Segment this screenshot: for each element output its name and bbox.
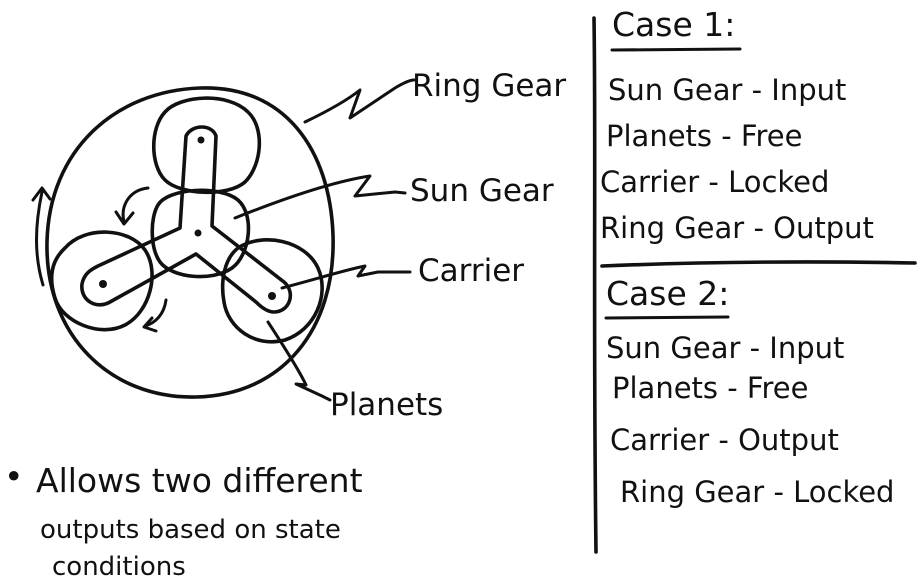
planet-rotation-arrowhead-icon xyxy=(142,316,158,333)
case-2-row: Planets - Free xyxy=(612,371,808,405)
case-1-row: Carrier - Locked xyxy=(600,165,829,199)
note-line-1: Allows two different xyxy=(36,461,363,500)
case-2-panel: Case 2: Sun Gear - Input Planets - Free … xyxy=(604,274,894,509)
case-divider xyxy=(600,260,917,268)
sun-gear-circle xyxy=(150,188,251,279)
sun-rotation-arrowhead-icon xyxy=(114,210,135,226)
planetary-gear-drawing xyxy=(31,86,335,399)
summary-note: • Allows two different outputs based on … xyxy=(4,457,363,582)
case-1-row: Ring Gear - Output xyxy=(600,211,874,245)
sun-rotation-arrow xyxy=(121,186,150,224)
case-1-title-underline xyxy=(610,47,742,52)
ring-rotation-arrowhead-icon xyxy=(31,186,52,202)
vertical-divider xyxy=(592,16,598,554)
ring-rotation-arrow xyxy=(35,190,45,287)
case-1-row: Sun Gear - Input xyxy=(608,73,846,107)
note-line-3: conditions xyxy=(52,552,186,582)
planet-right xyxy=(220,238,324,344)
case-1-row: Planets - Free xyxy=(606,119,802,153)
carrier-top-dot xyxy=(197,136,205,144)
ring-gear-circle xyxy=(45,86,335,399)
case-2-row: Sun Gear - Input xyxy=(606,331,844,365)
planet-left xyxy=(49,230,154,332)
case-1-panel: Case 1: Sun Gear - Input Planets - Free … xyxy=(600,5,874,245)
case-2-row: Ring Gear - Locked xyxy=(620,475,894,509)
carrier-right-dot xyxy=(268,292,276,300)
case-1-title: Case 1: xyxy=(612,5,735,44)
note-line-2: outputs based on state xyxy=(40,515,341,545)
case-2-title-underline xyxy=(604,315,730,320)
case-2-row: Carrier - Output xyxy=(610,423,839,457)
carrier-label: Carrier xyxy=(418,253,524,289)
sun-gear-label: Sun Gear xyxy=(410,173,554,209)
ring-gear-label: Ring Gear xyxy=(412,68,566,104)
carrier-left-dot xyxy=(99,280,107,288)
note-bullet: • xyxy=(4,457,23,496)
ring-gear-leader xyxy=(303,78,416,124)
leader-lines xyxy=(233,78,416,402)
carrier-arms xyxy=(80,125,293,314)
planets-leader xyxy=(266,320,332,402)
carrier-leader xyxy=(280,264,412,290)
case-2-title: Case 2: xyxy=(606,274,729,313)
planets-label: Planets xyxy=(330,387,443,423)
carrier-center-dot xyxy=(194,229,202,237)
planet-top xyxy=(152,96,262,195)
sun-gear-leader xyxy=(233,174,407,220)
